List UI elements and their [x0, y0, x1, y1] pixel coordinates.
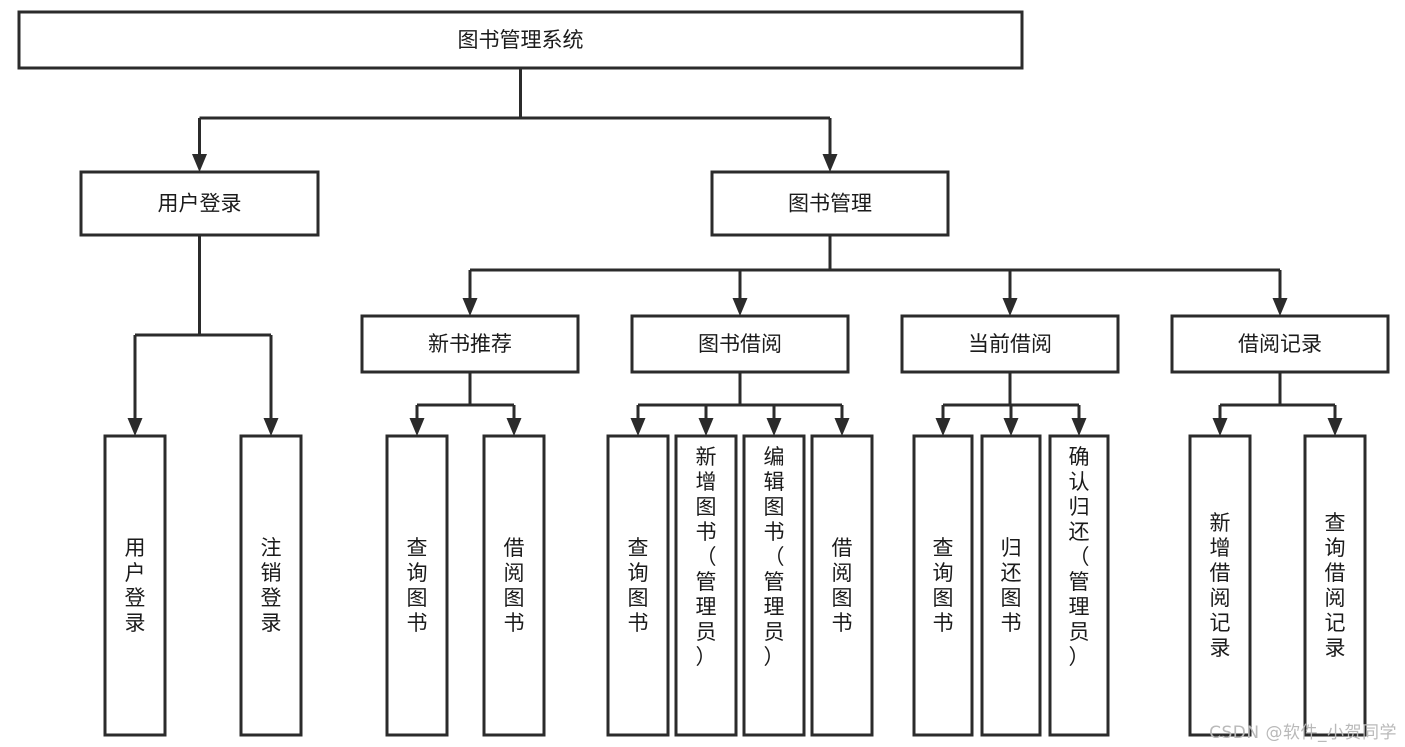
nodes-layer: 图书管理系统用户登录图书管理新书推荐图书借阅当前借阅借阅记录用户登录注销登录查询… [17, 10, 1390, 737]
connector-group-user-login [127, 235, 279, 436]
node-leaf-current-query-book[interactable]: 查询图书 [912, 434, 974, 737]
node-box-leaf-borrow-add-book[interactable] [674, 434, 738, 737]
node-leaf-user-login[interactable]: 用户登录 [103, 434, 167, 737]
node-book-manage[interactable]: 图书管理 [710, 170, 950, 237]
node-box-new-book-rec[interactable] [360, 314, 580, 374]
node-label-root: 图书管理系统 [458, 28, 584, 52]
node-leaf-current-confirm-return[interactable]: 确认归还（管理员） [1048, 434, 1110, 737]
node-box-leaf-rec-query-book[interactable] [385, 434, 449, 737]
connector-group-book-borrow [630, 372, 850, 436]
node-box-leaf-borrow-borrow-book[interactable] [810, 434, 874, 737]
node-label-leaf-rec-borrow-book: 借阅图书 [504, 536, 525, 635]
connector-group-borrow-record [1212, 372, 1343, 436]
node-book-borrow[interactable]: 图书借阅 [630, 314, 850, 374]
node-leaf-borrow-add-book[interactable]: 新增图书（管理员） [674, 434, 738, 737]
node-label-leaf-current-confirm-return: 确认归还（管理员） [1069, 445, 1090, 669]
node-box-leaf-current-return-book[interactable] [980, 434, 1042, 737]
node-leaf-current-return-book[interactable]: 归还图书 [980, 434, 1042, 737]
watermark-credit: CSDN @软件_小贺同学 [1209, 723, 1397, 743]
node-label-book-manage: 图书管理 [788, 192, 872, 216]
node-box-user-login[interactable] [79, 170, 320, 237]
node-user-login[interactable]: 用户登录 [79, 170, 320, 237]
node-box-leaf-borrow-edit-book[interactable] [742, 434, 806, 737]
node-label-leaf-borrow-edit-book: 编辑图书（管理员） [764, 445, 785, 669]
node-new-book-rec[interactable]: 新书推荐 [360, 314, 580, 374]
node-label-book-borrow: 图书借阅 [698, 332, 782, 356]
node-label-leaf-borrow-query-book: 查询图书 [628, 536, 649, 635]
node-box-leaf-current-confirm-return[interactable] [1048, 434, 1110, 737]
node-label-leaf-rec-query-book: 查询图书 [407, 536, 428, 635]
node-box-current-borrow[interactable] [900, 314, 1120, 374]
node-label-leaf-current-return-book: 归还图书 [1001, 536, 1022, 635]
node-box-root[interactable] [17, 10, 1024, 70]
node-box-leaf-rec-borrow-book[interactable] [482, 434, 546, 737]
node-root[interactable]: 图书管理系统 [17, 10, 1024, 70]
node-label-current-borrow: 当前借阅 [968, 332, 1052, 356]
node-box-leaf-current-query-book[interactable] [912, 434, 974, 737]
node-label-user-login: 用户登录 [158, 192, 242, 216]
node-box-leaf-record-add[interactable] [1188, 434, 1252, 737]
node-leaf-borrow-query-book[interactable]: 查询图书 [606, 434, 670, 737]
connector-group-book-manage [462, 235, 1288, 316]
node-box-leaf-borrow-query-book[interactable] [606, 434, 670, 737]
node-leaf-rec-query-book[interactable]: 查询图书 [385, 434, 449, 737]
node-label-borrow-record: 借阅记录 [1238, 332, 1322, 356]
node-leaf-record-add[interactable]: 新增借阅记录 [1188, 434, 1252, 737]
node-leaf-record-query[interactable]: 查询借阅记录 [1303, 434, 1367, 737]
node-label-leaf-user-logout: 注销登录 [261, 536, 282, 635]
connector-group-new-book-rec [409, 372, 522, 436]
node-leaf-rec-borrow-book[interactable]: 借阅图书 [482, 434, 546, 737]
node-box-leaf-user-login[interactable] [103, 434, 167, 737]
connector-group-current-borrow [935, 372, 1087, 436]
node-box-book-manage[interactable] [710, 170, 950, 237]
node-box-book-borrow[interactable] [630, 314, 850, 374]
connector-group-root [192, 68, 838, 172]
node-leaf-borrow-edit-book[interactable]: 编辑图书（管理员） [742, 434, 806, 737]
node-label-leaf-record-query: 查询借阅记录 [1325, 511, 1346, 660]
node-box-leaf-record-query[interactable] [1303, 434, 1367, 737]
node-label-new-book-rec: 新书推荐 [428, 332, 512, 356]
node-label-leaf-borrow-borrow-book: 借阅图书 [832, 536, 853, 635]
node-label-leaf-user-login: 用户登录 [125, 536, 146, 635]
node-borrow-record[interactable]: 借阅记录 [1170, 314, 1390, 374]
node-box-leaf-user-logout[interactable] [239, 434, 303, 737]
node-leaf-borrow-borrow-book[interactable]: 借阅图书 [810, 434, 874, 737]
node-label-leaf-borrow-add-book: 新增图书（管理员） [696, 445, 717, 669]
node-leaf-user-logout[interactable]: 注销登录 [239, 434, 303, 737]
node-label-leaf-record-add: 新增借阅记录 [1210, 511, 1231, 660]
node-label-leaf-current-query-book: 查询图书 [933, 536, 954, 635]
node-current-borrow[interactable]: 当前借阅 [900, 314, 1120, 374]
node-box-borrow-record[interactable] [1170, 314, 1390, 374]
connectors-layer [127, 68, 1343, 436]
